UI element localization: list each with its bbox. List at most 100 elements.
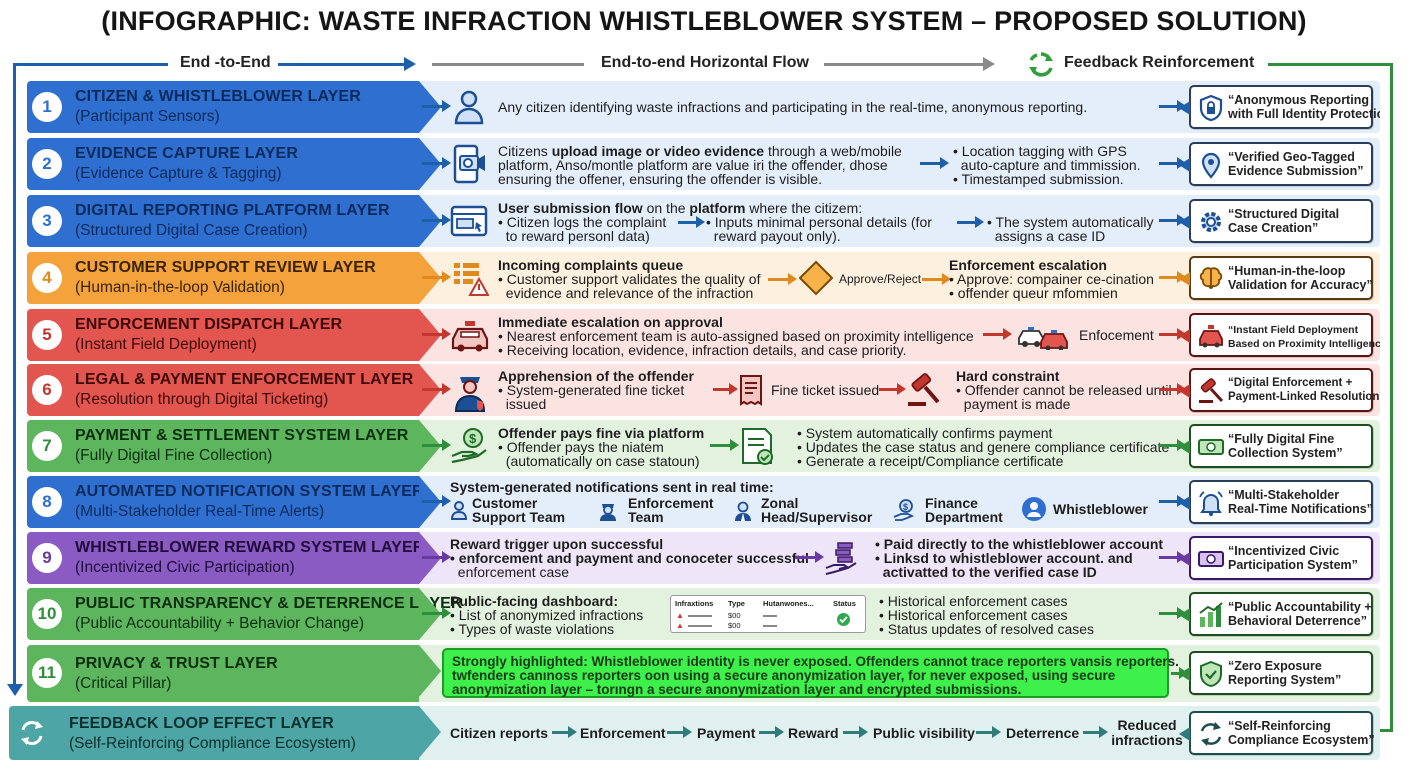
feedback-step-7-line-1: Reduced (1117, 717, 1177, 733)
highlight-line-3: anonymization layer – torıngn a secure a… (452, 682, 1022, 697)
flow-arrow (422, 383, 451, 395)
layer-number: 7 (32, 431, 62, 461)
bullet-1: • Customer support validates the quality… (498, 271, 761, 287)
layer-row-6: 6 LEGAL & PAYMENT ENFORCEMENT LAYER (Res… (27, 364, 1380, 416)
header-bold-1: User submission flow (498, 200, 643, 216)
feedback-loop-row: FEEDBACK LOOP EFFECT LAYER (Self-Reinfor… (9, 706, 1380, 760)
check-circle-icon (837, 613, 850, 626)
layer-number: 6 (32, 375, 62, 405)
flow-arrow (768, 273, 797, 285)
layer-label-6: 6 LEGAL & PAYMENT ENFORCEMENT LAYER (Res… (27, 364, 441, 416)
layer-description-header: Incoming complaints queue (498, 258, 683, 272)
bullet-1: • Offender pays the niatem (498, 439, 664, 455)
brain-icon (1197, 265, 1225, 293)
callout-line-2: Behavioral Deterrence” (1228, 614, 1367, 628)
step-arrow (976, 726, 1001, 738)
stakeholder-3-line-1: Zonal (761, 495, 799, 511)
description-bold: upload image or video evidence (551, 143, 765, 159)
warning-icon: ▲ (676, 621, 684, 630)
queue-warning-icon (451, 259, 490, 297)
header-bold: Immediate escalation on approval (498, 314, 723, 330)
flow-arrow (795, 551, 824, 563)
highlight-line-2: twfenders canınoss reporters oon using a… (452, 668, 1116, 683)
bullet-2: • Receiving location, evidence, infracti… (498, 342, 907, 358)
layer-description-header: Public-facing dashboard: (450, 594, 618, 608)
cash-icon (1197, 433, 1225, 461)
callout-line-1: “Human-in-the-loop (1228, 264, 1346, 278)
feedback-step-2: Enforcement (580, 725, 666, 741)
feedback-step-5: Public visibility (873, 725, 975, 741)
layer-title: LEGAL & PAYMENT ENFORCEMENT LAYER (75, 371, 414, 388)
bullet-1: • System-generated fine ticket (498, 382, 685, 398)
layer-row-7: 7 PAYMENT & SETTLEMENT SYSTEM LAYER (Ful… (27, 420, 1380, 472)
bullet-2: • Paid directly to the whistleblower acc… (875, 536, 1164, 552)
bullet-1: • List of anonymized infractions (450, 607, 644, 623)
flow-arrow (422, 551, 451, 563)
feedback-title: FEEDBACK LOOP EFFECT LAYER (69, 715, 334, 732)
layer-description-header: Reward trigger upon successful (450, 537, 663, 551)
loop-outline-left (13, 63, 16, 685)
layer-number: 9 (32, 543, 62, 573)
supervisor-icon (733, 500, 753, 522)
callout-line-1: “Public Accountability + (1228, 600, 1372, 614)
table-header: Infraxtions (675, 599, 714, 608)
callout-line-1: “Zero Exposure (1228, 659, 1322, 673)
finance-hand-icon: $ (893, 498, 917, 522)
callout-box: “Digital Enforcement +Payment-Linked Res… (1179, 368, 1380, 412)
callout-line-1: “Digital Enforcement + (1228, 377, 1353, 389)
callout-line-2: Evidence Submission” (1228, 164, 1364, 178)
infographic-title: (INFOGRAPHIC: WASTE INFRACTION WHISTLEBL… (101, 6, 1307, 36)
layer-description-line-1: Citizens upload image or video evidence … (498, 144, 902, 158)
layer-subtitle: (Multi-Stakeholder Real-Time Alerts) (75, 503, 325, 520)
bullet-1: • Citizen logs the complaint (498, 214, 667, 230)
police-cars-icon (1017, 320, 1073, 351)
flow-arrow (879, 383, 906, 395)
layer-label-11: 11 PRIVACY & TRUST LAYER (Critical Pilla… (27, 645, 441, 702)
layer-subtitle: (Human-in-the-loop Validation) (75, 279, 285, 296)
layer-description-header: System-generated notifications sent in r… (450, 480, 774, 494)
web-form-icon (450, 204, 488, 238)
constraint-header: Hard constraint (956, 369, 1059, 383)
dashboard-table: Infraxtions Type Hutanwones... Status ▲ … (670, 595, 866, 633)
bullet-3: • offender queur mfommien (949, 285, 1118, 301)
layer-row-9: 9 WHISTLEBLOWER REWARD SYSTEM LAYER (Inc… (27, 532, 1380, 584)
flow-arrow (920, 157, 949, 169)
highlight-line-1: Strongly highlighted: Whistleblower iden… (452, 654, 1179, 669)
bullet-3: • Linksd to whistleblower account. and (875, 550, 1133, 566)
bar-chart-icon (1197, 601, 1225, 629)
callout-line-1: “Anonymous Reporting (1228, 93, 1369, 107)
bullet-1: • enforcement and payment and conoceter … (450, 550, 809, 566)
certificate-check-icon (740, 427, 776, 467)
bullet-3: • The system automatically (987, 214, 1154, 230)
layer-subtitle: (Incentivized Civic Participation) (75, 559, 295, 576)
header-mid: on the (642, 200, 690, 216)
gavel-icon (906, 372, 942, 408)
support-person-icon (450, 500, 468, 520)
feedback-step-4: Reward (788, 725, 839, 741)
layer-title: AUTOMATED NOTIFICATION SYSTEM LAYER (75, 483, 424, 500)
callout-line-1: “Verified Geo-Tagged (1228, 150, 1355, 164)
flow-arrow (710, 439, 739, 451)
layer-label-2: 2 EVIDENCE CAPTURE LAYER (Evidence Captu… (27, 138, 441, 190)
callout-line-2: Participation System” (1228, 558, 1358, 572)
loop-outline-left-arrowhead (7, 684, 23, 696)
flow-center-arrowhead (983, 57, 995, 71)
feedback-step-6: Deterrence (1006, 725, 1080, 741)
callout-box: “Public Accountability +Behavioral Deter… (1179, 592, 1373, 636)
decision-diamond-icon (798, 260, 834, 296)
step-arrow (667, 726, 692, 738)
refresh-cycle-icon (1028, 51, 1054, 77)
bullet-2: • Offender cannot be released until (956, 382, 1172, 398)
location-pin-icon (1197, 151, 1225, 179)
flow-arrow (422, 607, 451, 619)
bullet-4: • Generate a receipt/Compliance certific… (797, 453, 1064, 469)
bell-icon (1197, 489, 1225, 517)
flow-arrow (422, 100, 451, 112)
